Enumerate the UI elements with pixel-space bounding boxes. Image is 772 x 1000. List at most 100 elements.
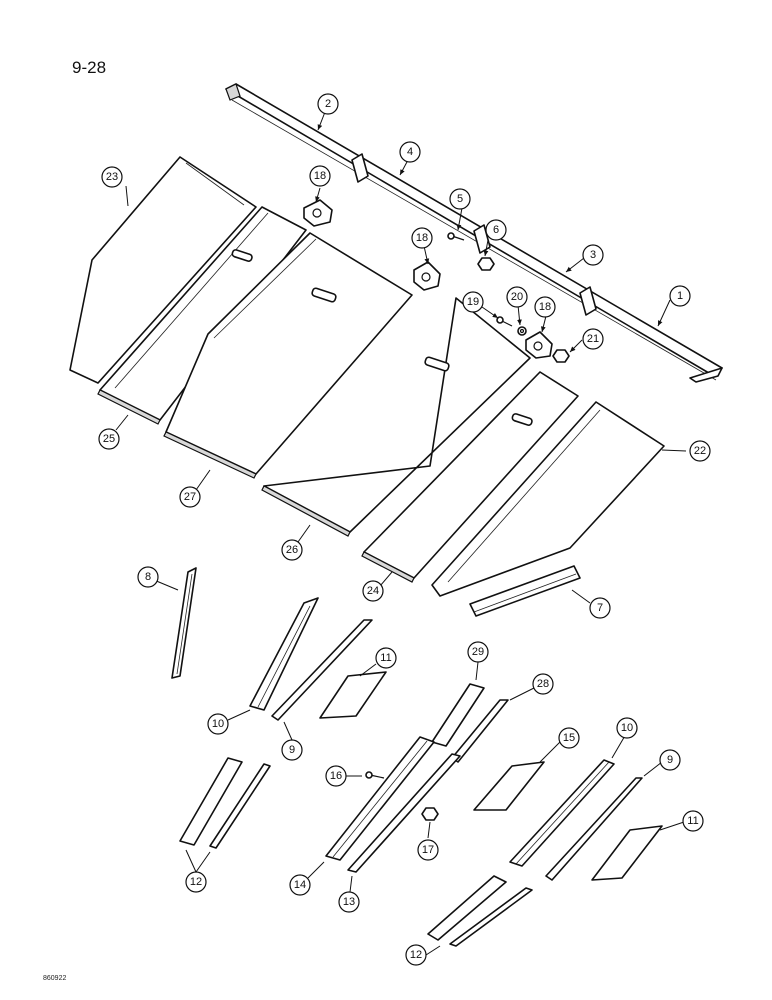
- callout-15: 15: [558, 727, 580, 749]
- svg-text:7: 7: [597, 602, 603, 614]
- callout-11-top: 11: [375, 647, 397, 669]
- callout-16: 16: [325, 765, 347, 787]
- hardware-nut-21: [552, 349, 570, 363]
- angle-12-bottom-b: [449, 887, 533, 947]
- strip-8: [171, 567, 197, 679]
- angle-9-right: [545, 777, 643, 881]
- hardware-bolt-5: [447, 232, 465, 241]
- mounting-bracket-3: [525, 331, 553, 359]
- callout-27: 27: [179, 486, 201, 508]
- callout-9-left: 9: [281, 739, 303, 761]
- callout-24: 24: [362, 580, 384, 602]
- callout-5: 5: [449, 188, 471, 210]
- callout-8: 8: [137, 566, 159, 588]
- drawing-code: 860922: [43, 975, 67, 982]
- svg-text:28: 28: [537, 678, 549, 690]
- panel-24: [361, 371, 579, 583]
- callout-3: 3: [582, 244, 604, 266]
- svg-text:18: 18: [539, 301, 551, 313]
- callout-6: 6: [485, 219, 507, 241]
- svg-text:15: 15: [563, 732, 575, 744]
- callout-13: 13: [338, 891, 360, 913]
- callout-1: 1: [669, 285, 691, 307]
- support-bar: [225, 83, 723, 383]
- panel-25: [97, 206, 307, 425]
- callout-4: 4: [399, 141, 421, 163]
- angle-12-left-a: [179, 757, 243, 846]
- callout-23: 23: [101, 166, 123, 188]
- callout-2: 2: [317, 93, 339, 115]
- mounting-bracket-1: [303, 199, 333, 227]
- svg-text:3: 3: [590, 249, 596, 261]
- callout-11-bottom: 11: [682, 810, 704, 832]
- panel-27: [163, 232, 413, 479]
- callout-21: 21: [582, 328, 604, 350]
- callout-10-right: 10: [616, 717, 638, 739]
- angle-10-right: [509, 759, 615, 867]
- callout-18-a: 18: [309, 165, 331, 187]
- callout-12-bottom: 12: [405, 944, 427, 966]
- svg-text:20: 20: [511, 291, 523, 303]
- svg-text:6: 6: [493, 224, 499, 236]
- svg-text:18: 18: [314, 170, 326, 182]
- callout-26: 26: [281, 539, 303, 561]
- svg-text:19: 19: [467, 296, 479, 308]
- svg-text:27: 27: [184, 491, 196, 503]
- angle-28: [451, 699, 509, 763]
- panel-26: [261, 297, 531, 537]
- callout-12-left: 12: [185, 871, 207, 893]
- angle-9-left: [271, 619, 373, 721]
- hardware-bolt-19: [496, 316, 513, 327]
- callout-17: 17: [417, 839, 439, 861]
- angle-12-left-b: [209, 763, 271, 849]
- svg-text:23: 23: [106, 171, 118, 183]
- svg-text:24: 24: [367, 585, 379, 597]
- callout-18-b: 18: [411, 227, 433, 249]
- callout-22: 22: [689, 440, 711, 462]
- angle-14: [325, 736, 435, 861]
- svg-text:14: 14: [294, 879, 306, 891]
- plate-15: [473, 761, 545, 811]
- panel-23: [69, 156, 257, 384]
- svg-text:10: 10: [212, 718, 224, 730]
- hardware-nut-6: [477, 257, 495, 271]
- page-number: 9-28: [72, 58, 107, 77]
- callout-14: 14: [289, 874, 311, 896]
- svg-text:2: 2: [325, 98, 331, 110]
- callout-28: 28: [532, 673, 554, 695]
- svg-text:10: 10: [621, 722, 633, 734]
- callout-7: 7: [589, 597, 611, 619]
- callout-18-c: 18: [534, 296, 556, 318]
- svg-text:16: 16: [330, 770, 342, 782]
- plate-11-bottom: [591, 825, 663, 881]
- svg-text:21: 21: [587, 333, 599, 345]
- svg-text:17: 17: [422, 844, 434, 856]
- angle-10-left: [249, 597, 319, 711]
- svg-text:11: 11: [687, 815, 698, 827]
- svg-text:12: 12: [190, 876, 202, 888]
- svg-text:18: 18: [416, 232, 428, 244]
- angle-29: [431, 683, 485, 747]
- mounting-bracket-2: [413, 261, 441, 291]
- svg-text:9: 9: [289, 744, 295, 756]
- svg-text:29: 29: [472, 646, 484, 658]
- svg-text:13: 13: [343, 896, 355, 908]
- svg-text:26: 26: [286, 544, 298, 556]
- callout-10-left: 10: [207, 713, 229, 735]
- svg-text:8: 8: [145, 571, 151, 583]
- svg-text:1: 1: [677, 290, 683, 302]
- svg-text:4: 4: [407, 146, 413, 158]
- svg-text:5: 5: [457, 193, 463, 205]
- svg-text:9: 9: [667, 754, 673, 766]
- svg-text:22: 22: [694, 445, 706, 457]
- callout-29: 29: [467, 641, 489, 663]
- hardware-washer-20: [517, 326, 527, 336]
- svg-text:12: 12: [410, 949, 422, 961]
- svg-text:25: 25: [103, 433, 115, 445]
- angle-12-bottom-a: [427, 875, 507, 941]
- callout-9-right: 9: [659, 749, 681, 771]
- hardware-nut-17: [421, 807, 439, 821]
- strip-7: [469, 565, 581, 617]
